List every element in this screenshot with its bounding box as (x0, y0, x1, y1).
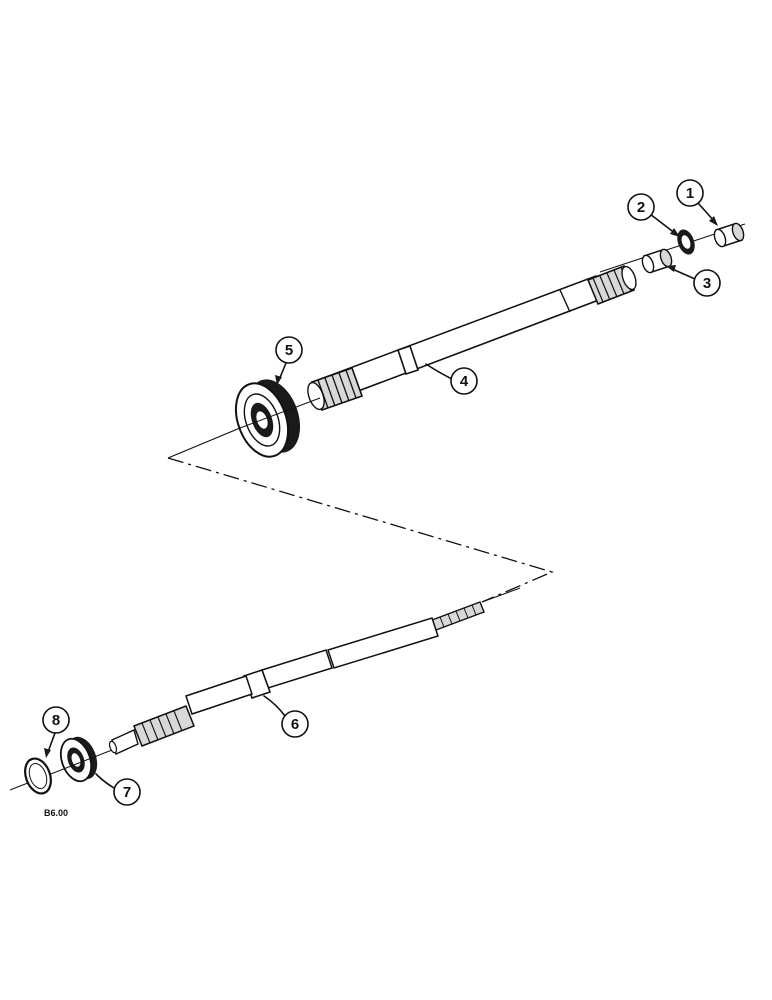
callout-label-1: 1 (686, 185, 694, 202)
callout-6: 6 (281, 710, 309, 738)
leader-line-2 (649, 213, 677, 235)
callout-4: 4 (450, 367, 478, 395)
callout-label-5: 5 (285, 342, 293, 359)
connection-line (167, 457, 554, 603)
callout-7: 7 (113, 778, 141, 806)
callout-1: 1 (676, 179, 704, 207)
snap-ring-8 (9, 749, 113, 795)
arrow-head-2 (670, 228, 680, 237)
callout-label-8: 8 (52, 712, 60, 729)
leader-line-6 (263, 695, 286, 717)
callout-label-2: 2 (637, 199, 645, 216)
upper-shaft (307, 223, 746, 412)
callout-2: 2 (627, 193, 655, 221)
leader-line-4 (425, 363, 453, 380)
lower-shaft (108, 587, 521, 755)
bushing-1 (713, 222, 745, 248)
callout-3: 3 (693, 269, 721, 297)
callout-label-6: 6 (291, 716, 299, 733)
arrow-head-1 (709, 216, 718, 226)
figure-code: B6.00 (44, 808, 68, 818)
upper-axis-line (167, 427, 241, 459)
callout-label-4: 4 (460, 373, 469, 390)
arrow-head-8 (44, 748, 51, 758)
leader-line-7 (95, 773, 115, 789)
callout-label-3: 3 (703, 275, 711, 292)
callout-8: 8 (42, 706, 70, 734)
arrow-head-3 (666, 265, 676, 272)
callout-5: 5 (275, 336, 303, 364)
bearing-7 (59, 736, 98, 783)
arrow-head-5 (275, 375, 282, 385)
callout-label-7: 7 (123, 784, 131, 801)
needle-bearing-2 (677, 229, 695, 255)
leader-line-8 (47, 732, 56, 753)
sleeve-3 (641, 248, 673, 274)
